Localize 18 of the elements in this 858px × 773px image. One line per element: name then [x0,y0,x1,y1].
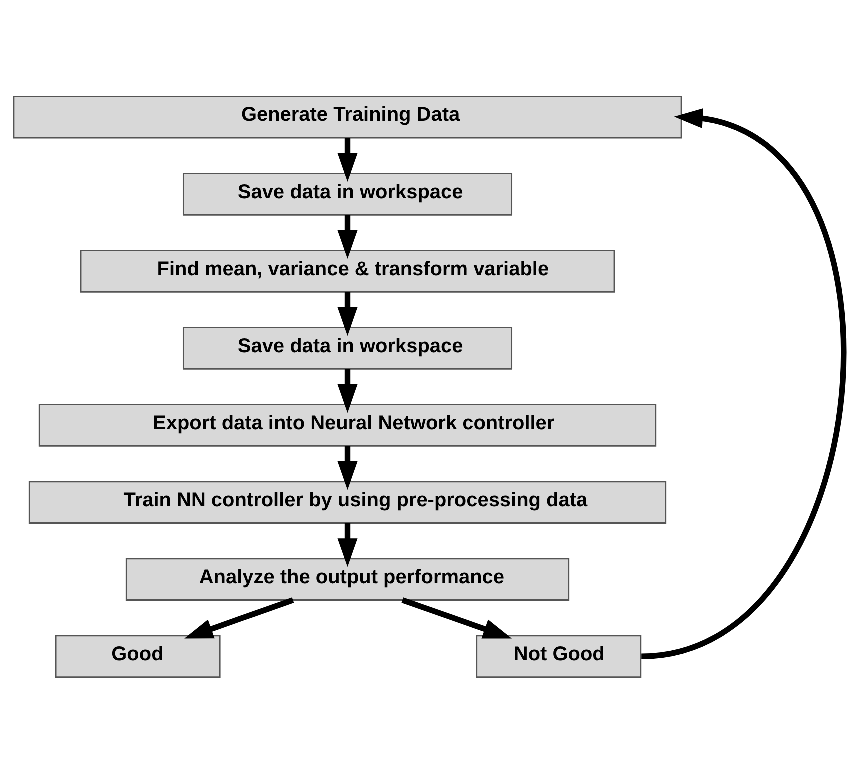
arrow [338,138,358,182]
arrow [338,446,358,490]
arrow [184,597,294,638]
arrow [338,522,358,567]
node-box: Not Good [476,634,642,678]
node-box: Train NN controller by using pre-processing data [28,480,667,524]
arrow [402,597,512,638]
node-box: Analyze the output performance [126,558,570,600]
node-box: Generate Training Data [13,96,682,138]
node-box: Find mean, variance & transform variable [80,250,616,292]
node-box: Save data in workspace [183,326,513,370]
node-box: Export data into Neural Network controller [38,404,657,446]
arrow [338,368,358,413]
node-box: Good [55,634,221,678]
arrow [338,214,358,259]
arrow [641,108,846,659]
arrow [338,292,358,336]
node-box: Save data in workspace [183,172,513,216]
